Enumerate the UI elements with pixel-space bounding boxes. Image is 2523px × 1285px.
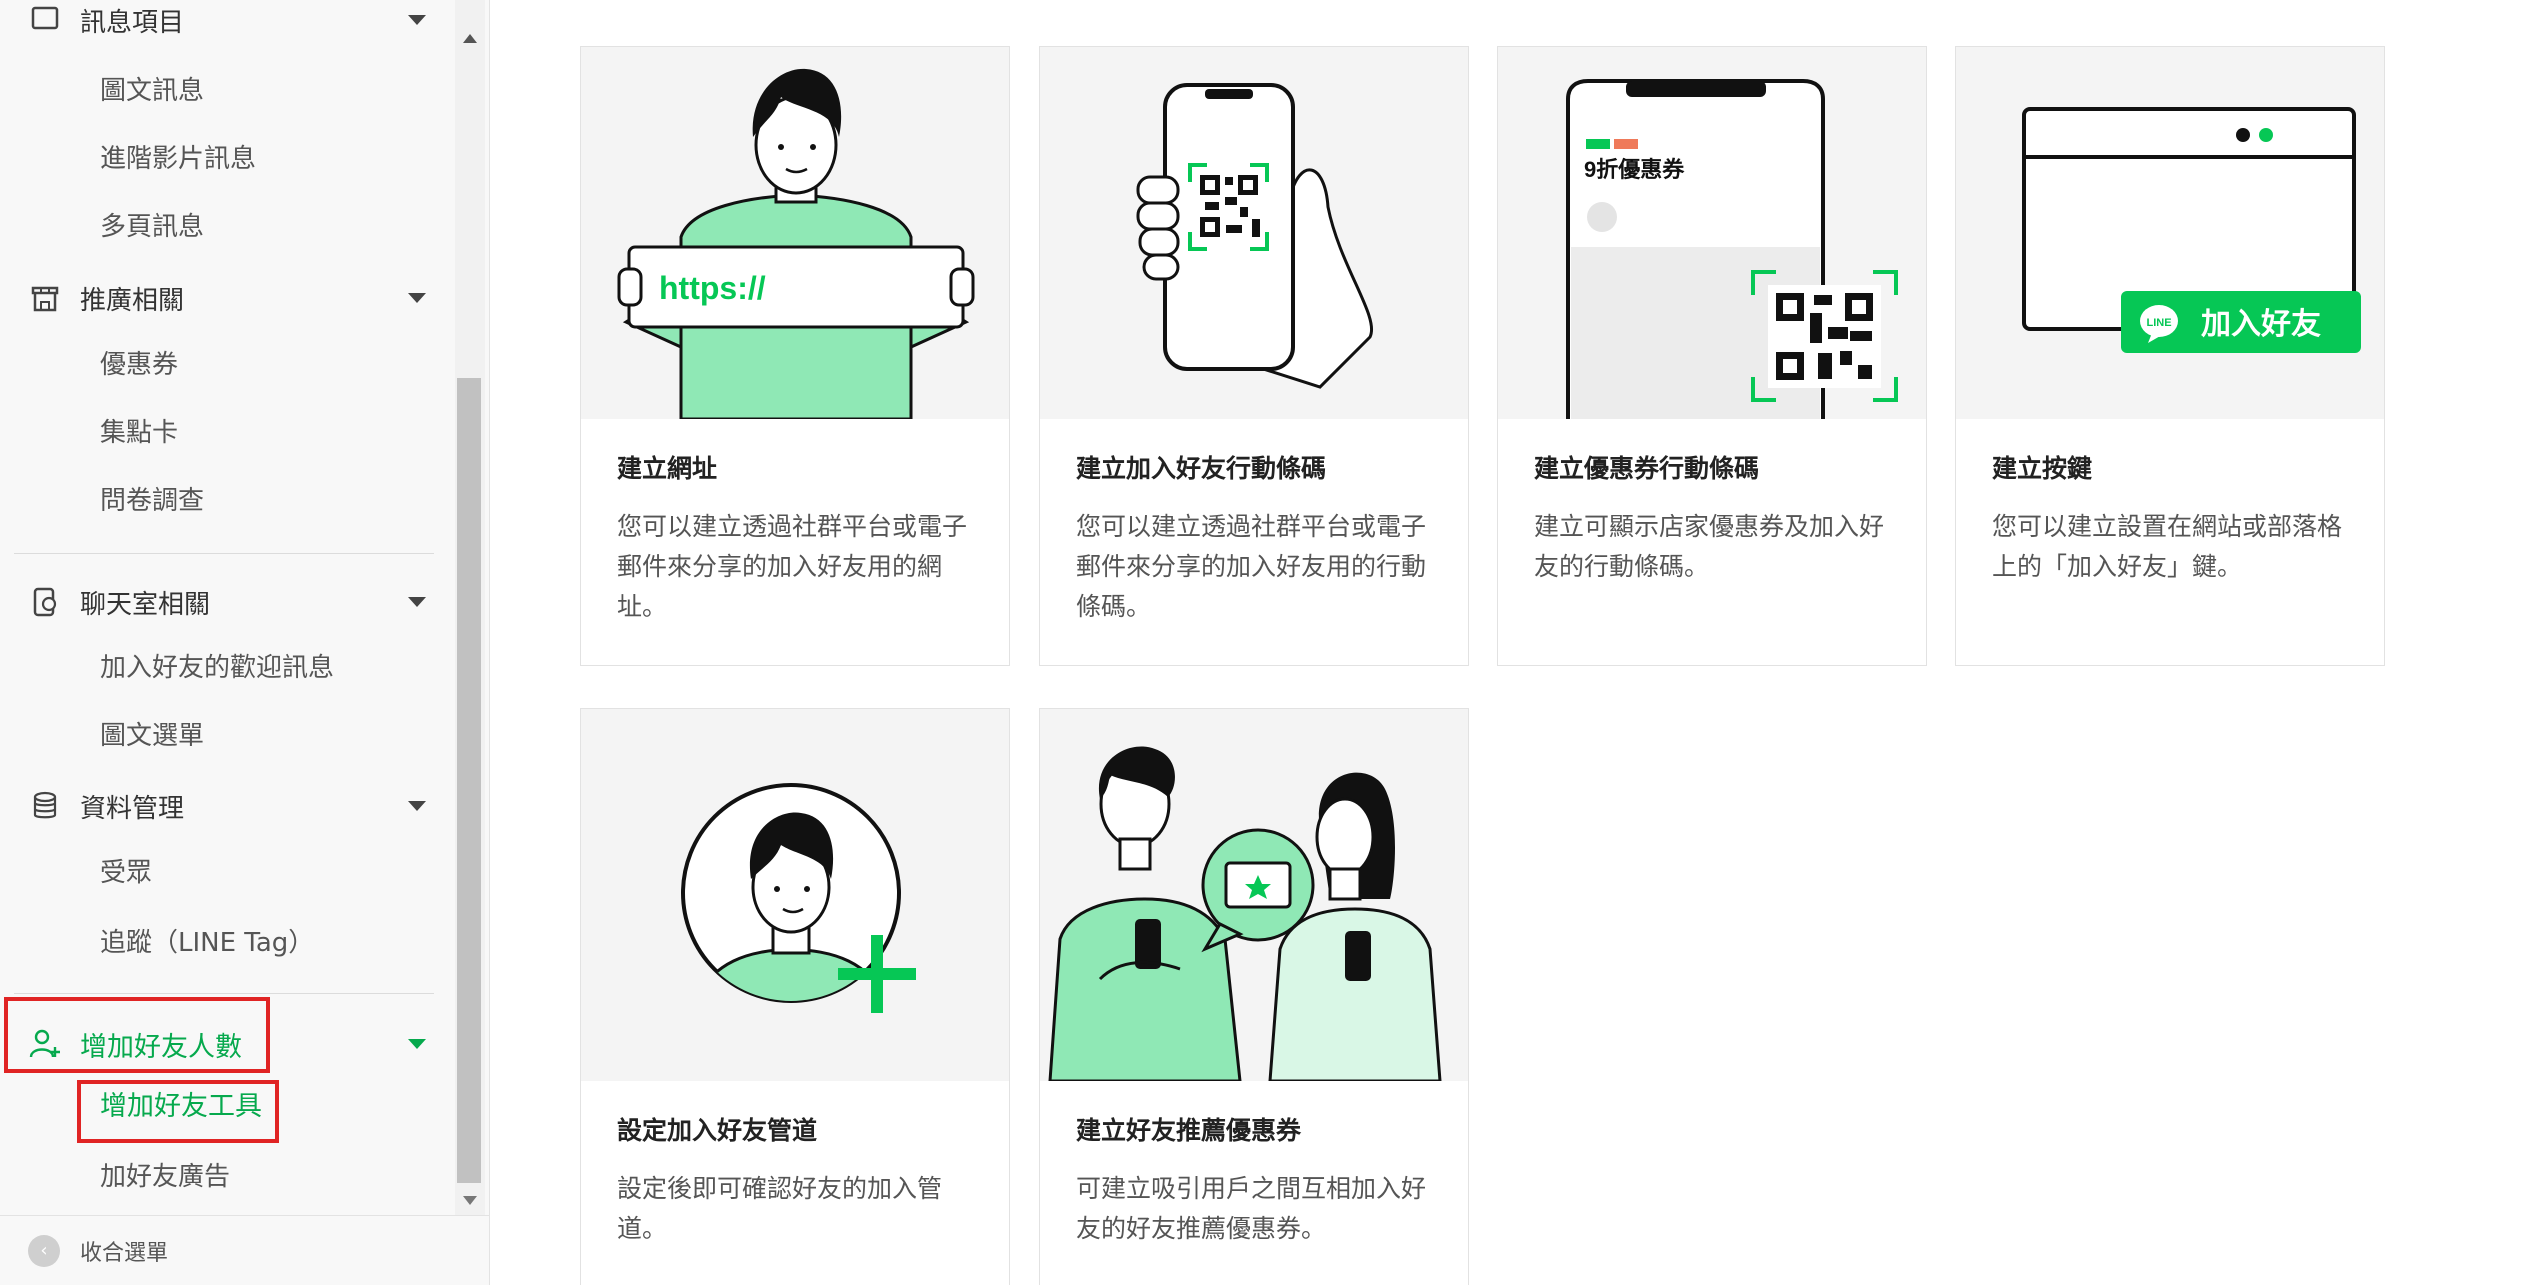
card-illustration [581,709,1009,1081]
chevron-down-icon [408,801,426,811]
card-description: 可建立吸引用戶之間互相加入好友的好友推薦優惠券。 [1076,1174,1427,1243]
coupon-illustration-text: 9折優惠券 [1584,157,1685,182]
card-title: 建立網址 [617,454,718,483]
sidebar-item-rich-message[interactable]: 圖文訊息 [100,76,205,106]
database-icon [28,789,62,823]
sidebar-scrollbar[interactable] [455,0,485,1215]
sidebar-item-video-message[interactable]: 進階影片訊息 [100,144,257,174]
card-referral-coupon[interactable]: 建立好友推薦優惠券 可建立吸引用戶之間互相加入好友的好友推薦優惠券。 [1039,708,1469,1285]
hand-holding-phone-qr-illustration [1136,83,1373,389]
sidebar-item-reward-card[interactable]: 集點卡 [100,418,179,448]
highlight-box [4,997,270,1073]
card-create-button[interactable]: LINE 加入好友 建立按鍵 您可以建立設置在網站或部落格上的「加入好友」鍵。 [1955,46,2385,666]
sidebar-group-label: 推廣相關 [80,285,185,316]
card-description: 設定後即可確認好友的加入管道。 [617,1174,943,1243]
card-illustration: 9折優惠券 [1498,47,1926,419]
line-logo-badge: LINE [2146,317,2171,329]
sidebar-group-promotion[interactable]: 推廣相關 [28,268,428,328]
sidebar-item-rich-menu[interactable]: 圖文選單 [100,721,205,751]
sidebar-item-coupon[interactable]: 優惠券 [100,350,179,380]
sidebar-group-label: 增加好友人數 [80,1031,242,1063]
collapse-menu-button[interactable]: ‹ 收合選單 [0,1215,489,1285]
sidebar-item-friend-ads[interactable]: 加好友廣告 [100,1162,231,1192]
sidebar-item-audience[interactable]: 受眾 [100,858,153,888]
sidebar-group-label: 訊息項目 [80,7,185,38]
sidebar-divider [14,553,434,554]
chevron-down-icon [408,597,426,607]
person-holding-url-sign-illustration: https:// [617,68,975,419]
message-icon [28,3,62,37]
card-title: 建立好友推薦優惠券 [1076,1116,1302,1145]
sidebar-divider [14,993,434,994]
sidebar-group-message[interactable]: 訊息項目 [28,0,428,50]
url-illustration-text: https:// [659,270,766,306]
collapse-menu-label: 收合選單 [80,1240,169,1266]
chat-phone-icon [28,585,62,619]
add-user-icon [28,1027,62,1061]
chevron-down-icon [408,293,426,303]
chevron-left-icon: ‹ [28,1234,60,1267]
card-description: 您可以建立設置在網站或部落格上的「加入好友」鍵。 [1992,512,2343,581]
sidebar-item-welcome-message[interactable]: 加入好友的歡迎訊息 [100,653,335,683]
card-illustration [1040,47,1468,419]
card-friend-path[interactable]: 設定加入好友管道 設定後即可確認好友的加入管道。 [580,708,1010,1285]
card-description: 建立可顯示店家優惠券及加入好友的行動條碼。 [1534,512,1885,581]
card-description: 您可以建立透過社群平台或電子郵件來分享的加入好友用的網址。 [617,512,968,621]
card-create-coupon-qr[interactable]: 9折優惠券 建立優惠券行動條碼 建立可顯示店家優惠券及加入好友的行動條碼。 [1497,46,1927,666]
chevron-down-icon [408,15,426,25]
sidebar-item-survey[interactable]: 問卷調查 [100,486,205,516]
card-title: 建立按鍵 [1992,454,2093,483]
shop-icon [28,281,62,315]
sidebar-group-label: 資料管理 [80,793,185,824]
sidebar-group-gain-friends[interactable]: 增加好友人數 [28,1014,428,1074]
add-friend-button-text: 加入好友 [2201,307,2321,342]
scroll-down-arrow-icon[interactable] [463,1196,477,1205]
card-title: 設定加入好友管道 [617,1116,818,1145]
card-title: 建立加入好友行動條碼 [1076,454,1327,483]
card-illustration [1040,709,1468,1081]
card-illustration: https:// [581,47,1009,419]
card-create-url[interactable]: https:// 建立網址 您可以建立透過社群平台或電子郵件來分享的加入好友用的… [580,46,1010,666]
person-avatar-plus-illustration [681,783,916,1013]
chevron-down-icon [408,1039,426,1049]
friends-sharing-coupon-illustration [1048,746,1442,1081]
sidebar-item-line-tag[interactable]: 追蹤（LINE Tag） [100,928,315,958]
sidebar-group-chat[interactable]: 聊天室相關 [28,572,428,632]
highlight-box [77,1080,279,1143]
sidebar-item-card-message[interactable]: 多頁訊息 [100,212,205,242]
card-description: 您可以建立透過社群平台或電子郵件來分享的加入好友用的行動條碼。 [1076,512,1427,621]
coupon-phone-qr-illustration: 9折優惠券 [1566,79,1898,419]
card-title: 建立優惠券行動條碼 [1534,454,1760,483]
sidebar-group-label: 聊天室相關 [80,589,211,620]
browser-add-friend-button-illustration: LINE 加入好友 [2022,107,2361,353]
scroll-up-arrow-icon[interactable] [463,34,477,43]
sidebar: 訊息項目 圖文訊息 進階影片訊息 多頁訊息 推廣相關 優惠券 集點卡 問卷調查 … [0,0,490,1285]
scrollbar-thumb[interactable] [457,378,481,1183]
sidebar-group-data[interactable]: 資料管理 [28,776,428,836]
card-create-qr-code[interactable]: 建立加入好友行動條碼 您可以建立透過社群平台或電子郵件來分享的加入好友用的行動條… [1039,46,1469,666]
card-illustration: LINE 加入好友 [1956,47,2384,419]
sidebar-item-friend-tools[interactable]: 增加好友工具 [100,1091,262,1122]
